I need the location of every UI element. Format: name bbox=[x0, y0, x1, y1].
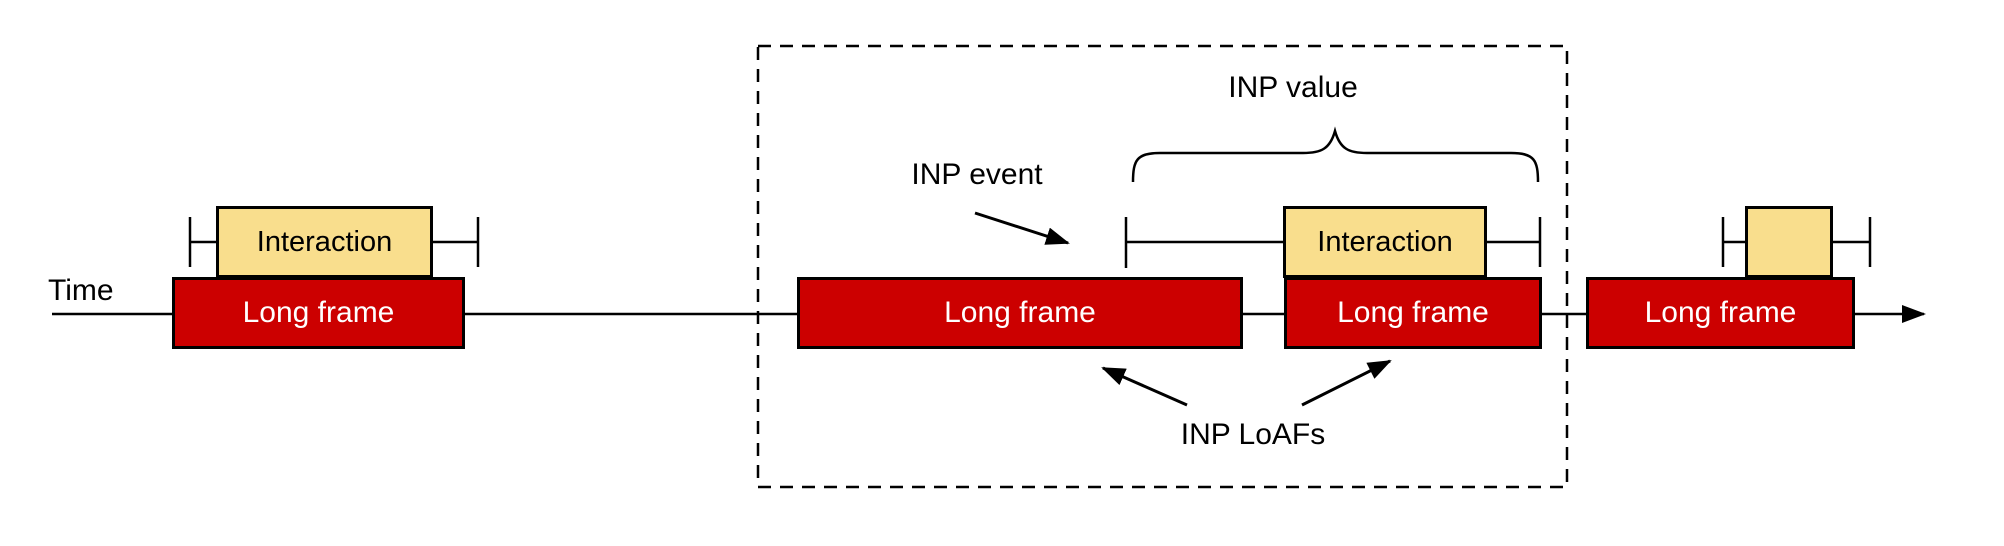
inp-loafs-arrow-left bbox=[1101, 366, 1188, 407]
interaction-1-whiskers bbox=[188, 217, 480, 267]
interaction-2-whiskers bbox=[1124, 217, 1542, 268]
inp-loafs-label: INP LoAFs bbox=[1180, 418, 1326, 451]
interaction-1: Interaction bbox=[216, 206, 433, 278]
time-label: Time bbox=[48, 274, 114, 307]
inp-loafs-arrow-right bbox=[1301, 359, 1392, 407]
long-frame-2: Long frame bbox=[797, 277, 1243, 349]
interaction-2: Interaction bbox=[1283, 206, 1487, 278]
long-frame-1: Long frame bbox=[172, 277, 465, 349]
long-frame-3: Long frame bbox=[1284, 277, 1542, 349]
inp-region-dashed-border bbox=[756, 44, 1569, 489]
inp-value-label: INP value bbox=[1228, 71, 1358, 104]
inp-event-label: INP event bbox=[911, 158, 1043, 191]
long-frame-4: Long frame bbox=[1586, 277, 1855, 349]
inp-event-arrow bbox=[974, 211, 1070, 245]
interaction-3 bbox=[1745, 206, 1833, 278]
inp-value-brace bbox=[1131, 126, 1540, 183]
interaction-3-whiskers bbox=[1721, 217, 1872, 267]
